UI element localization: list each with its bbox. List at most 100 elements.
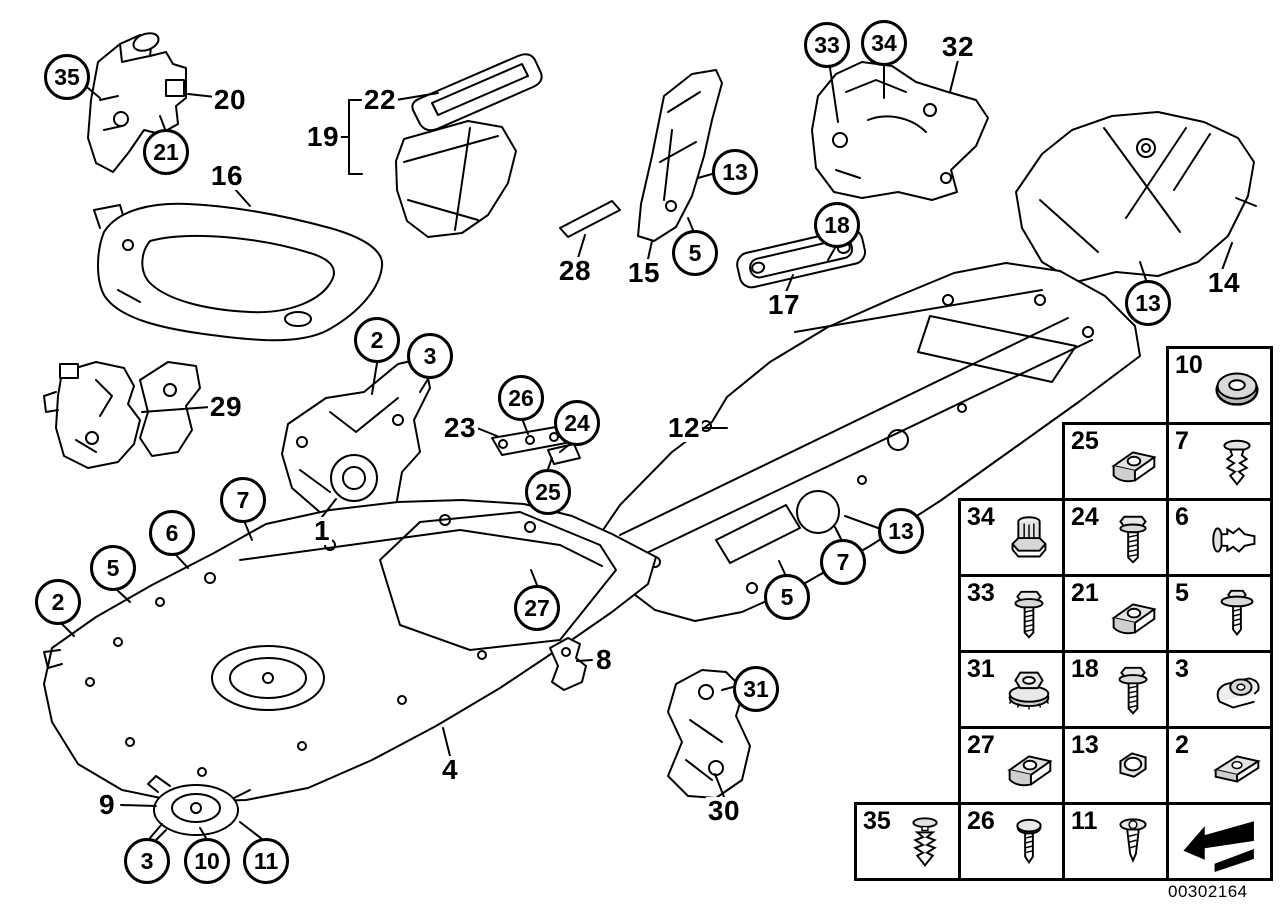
part-drawing-16 bbox=[93, 202, 384, 342]
legend-cell-2[interactable]: 2 bbox=[1166, 726, 1273, 805]
part-drawing-4 bbox=[43, 499, 657, 803]
fastener-callout-13[interactable]: 13 bbox=[712, 149, 758, 195]
part-label-30[interactable]: 30 bbox=[705, 795, 743, 826]
part-drawing-30 bbox=[667, 669, 751, 799]
fastener-callout-11[interactable]: 11 bbox=[243, 838, 289, 884]
grommet-icon bbox=[1206, 357, 1268, 419]
part-label-9[interactable]: 9 bbox=[96, 789, 118, 820]
part-drawing-15 bbox=[637, 69, 723, 242]
part-label-12[interactable]: 12 bbox=[665, 412, 703, 443]
fastener-callout-3[interactable]: 3 bbox=[124, 838, 170, 884]
legend-cell-21[interactable]: 21 bbox=[1062, 574, 1169, 653]
part-label-8[interactable]: 8 bbox=[593, 644, 615, 675]
part-label-19[interactable]: 19 bbox=[304, 121, 342, 152]
part-label-32[interactable]: 32 bbox=[939, 31, 977, 62]
fastener-callout-26[interactable]: 26 bbox=[498, 375, 544, 421]
clip-nut-icon bbox=[1102, 585, 1164, 647]
fastener-callout-33[interactable]: 33 bbox=[804, 22, 850, 68]
fastener-callout-27[interactable]: 27 bbox=[514, 585, 560, 631]
torx-screw-icon bbox=[1102, 813, 1164, 875]
fastener-callout-31[interactable]: 31 bbox=[733, 666, 779, 712]
part-label-16[interactable]: 16 bbox=[208, 160, 246, 191]
part-drawing-29 bbox=[43, 361, 201, 469]
legend-number: 7 bbox=[1175, 427, 1189, 455]
part-label-20[interactable]: 20 bbox=[211, 84, 249, 115]
part-drawing-14 bbox=[1015, 111, 1257, 283]
legend-cell-3[interactable]: 3 bbox=[1166, 650, 1273, 729]
part-label-22[interactable]: 22 bbox=[361, 84, 399, 115]
legend-cell-35[interactable]: 35 bbox=[854, 802, 961, 881]
expanding-clip-icon bbox=[1206, 509, 1268, 571]
fastener-callout-10[interactable]: 10 bbox=[184, 838, 230, 884]
direction-arrow-cell[interactable] bbox=[1166, 802, 1273, 881]
legend-cell-26[interactable]: 26 bbox=[958, 802, 1065, 881]
fastener-callout-2[interactable]: 2 bbox=[354, 317, 400, 363]
legend-number: 5 bbox=[1175, 579, 1189, 607]
legend-cell-25[interactable]: 25 bbox=[1062, 422, 1169, 501]
legend-cell-34[interactable]: 34 bbox=[958, 498, 1065, 577]
legend-cell-18[interactable]: 18 bbox=[1062, 650, 1169, 729]
flange-bolt-icon bbox=[998, 585, 1060, 647]
legend-cell-6[interactable]: 6 bbox=[1166, 498, 1273, 577]
part-label-23[interactable]: 23 bbox=[441, 412, 479, 443]
legend-cell-10[interactable]: 10 bbox=[1166, 346, 1273, 425]
part-label-28[interactable]: 28 bbox=[556, 255, 594, 286]
fastener-callout-3[interactable]: 3 bbox=[407, 333, 453, 379]
fastener-callout-5[interactable]: 5 bbox=[90, 545, 136, 591]
legend-cell-5[interactable]: 5 bbox=[1166, 574, 1273, 653]
legend-cell-33[interactable]: 33 bbox=[958, 574, 1065, 653]
part-label-15[interactable]: 15 bbox=[625, 257, 663, 288]
fastener-callout-2[interactable]: 2 bbox=[35, 579, 81, 625]
part-drawing-22 bbox=[411, 53, 543, 132]
diagram-id: 00302164 bbox=[1168, 882, 1248, 901]
legend-number: 35 bbox=[863, 807, 891, 835]
legend-number: 26 bbox=[967, 807, 995, 835]
fastener-callout-25[interactable]: 25 bbox=[525, 469, 571, 515]
part-label-17[interactable]: 17 bbox=[765, 289, 803, 320]
direction-arrow-icon bbox=[1175, 813, 1264, 872]
part-drawing-35-20-21 bbox=[87, 32, 187, 173]
legend-number: 11 bbox=[1071, 807, 1098, 835]
part-drawing-1 bbox=[281, 357, 431, 521]
fastener-callout-18[interactable]: 18 bbox=[814, 202, 860, 248]
part-label-1[interactable]: 1 bbox=[311, 515, 333, 546]
fastener-callout-13[interactable]: 13 bbox=[878, 508, 924, 554]
fastener-callout-5[interactable]: 5 bbox=[672, 230, 718, 276]
legend-cell-24[interactable]: 24 bbox=[1062, 498, 1169, 577]
part-drawing-28 bbox=[559, 200, 621, 238]
screw-washer-icon bbox=[1206, 585, 1268, 647]
part-label-4[interactable]: 4 bbox=[439, 754, 461, 785]
legend-cell-27[interactable]: 27 bbox=[958, 726, 1065, 805]
fastener-callout-13[interactable]: 13 bbox=[1125, 280, 1171, 326]
pan-screw-icon bbox=[998, 813, 1060, 875]
fastener-callout-7[interactable]: 7 bbox=[220, 477, 266, 523]
legend-cell-7[interactable]: 7 bbox=[1166, 422, 1273, 501]
legend-cell-13[interactable]: 13 bbox=[1062, 726, 1169, 805]
hex-bolt-icon bbox=[1102, 509, 1164, 571]
part-drawing-12 bbox=[602, 262, 1141, 622]
fastener-callout-5[interactable]: 5 bbox=[764, 574, 810, 620]
legend-number: 31 bbox=[967, 655, 995, 683]
legend-number: 24 bbox=[1071, 503, 1099, 531]
fastener-callout-6[interactable]: 6 bbox=[149, 510, 195, 556]
fastener-callout-7[interactable]: 7 bbox=[820, 539, 866, 585]
fastener-callout-24[interactable]: 24 bbox=[554, 400, 600, 446]
fastener-callout-21[interactable]: 21 bbox=[143, 129, 189, 175]
part-label-14[interactable]: 14 bbox=[1205, 267, 1243, 298]
hex-nut-icon bbox=[1102, 737, 1164, 799]
part-label-29[interactable]: 29 bbox=[207, 391, 245, 422]
clip-nut-icon bbox=[1102, 433, 1164, 495]
fastener-callout-34[interactable]: 34 bbox=[861, 20, 907, 66]
legend-number: 33 bbox=[967, 579, 995, 607]
clamp-clip-icon bbox=[1206, 661, 1268, 723]
legend-number: 21 bbox=[1071, 579, 1099, 607]
legend-cell-31[interactable]: 31 bbox=[958, 650, 1065, 729]
part-drawing-32 bbox=[811, 61, 989, 201]
fastener-callout-35[interactable]: 35 bbox=[44, 54, 90, 100]
legend-cell-11[interactable]: 11 bbox=[1062, 802, 1169, 881]
tree-rivet-icon bbox=[894, 813, 956, 875]
clip-nut-icon bbox=[998, 737, 1060, 799]
cap-nut-icon bbox=[998, 509, 1060, 571]
